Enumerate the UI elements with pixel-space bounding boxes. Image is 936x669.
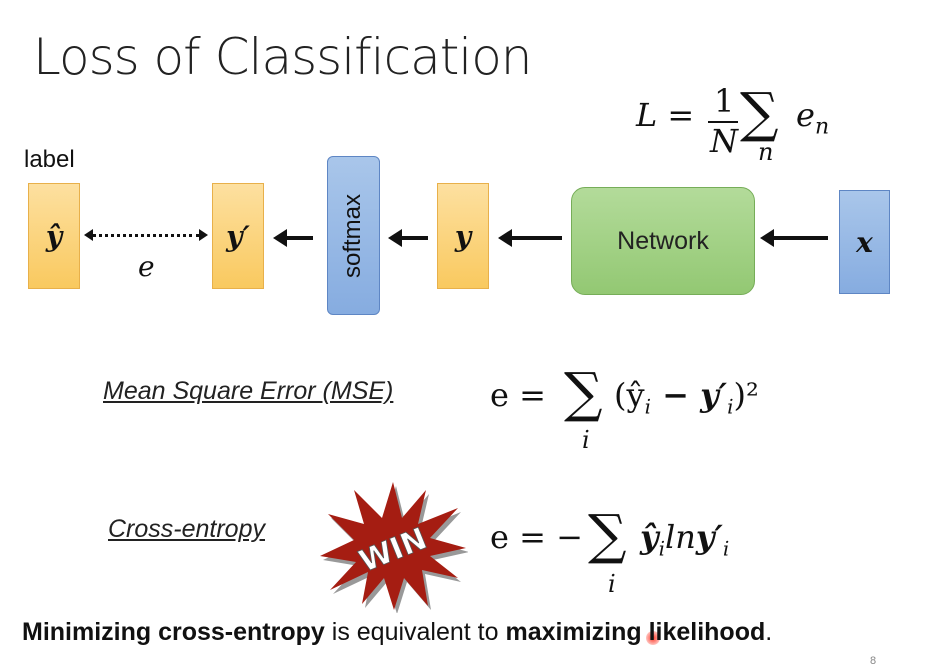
mse-label: Mean Square Error (MSE) — [103, 377, 394, 405]
ce-lhs: e = − — [490, 518, 583, 556]
conclusion-normal: is equivalent to — [324, 618, 506, 646]
softmax-box: softmax — [327, 156, 380, 315]
mse-sum: ∑ — [564, 361, 603, 424]
loss-formula: L = 1 N ∑ n en — [636, 81, 856, 178]
network-box: Network — [571, 187, 755, 295]
mse-term: (ŷi − y′i)² — [614, 376, 759, 418]
conclusion-bold2: maximizing likelihood — [505, 618, 766, 646]
loss-sum: ∑ — [740, 81, 779, 144]
conclusion-end: . — [765, 618, 773, 646]
win-burst-shape — [320, 482, 466, 610]
ce-i2: i — [722, 536, 730, 561]
page-number: 8 — [870, 655, 877, 667]
fraction-bar — [708, 121, 738, 123]
y-hat: ŷ — [45, 219, 63, 253]
mse-sub: i — [582, 426, 590, 454]
cross-entropy-label: Cross-entropy — [108, 515, 265, 543]
y-prime-box: y′ — [212, 183, 264, 289]
win-burst-icon: WIN — [320, 482, 468, 613]
x-input: x — [856, 225, 873, 259]
error-e: e — [138, 250, 155, 283]
loss-term-sub: n — [814, 114, 830, 140]
mse-yhat: (ŷ — [614, 376, 645, 414]
mse-i2: i — [727, 394, 734, 419]
y-box: y — [437, 183, 489, 289]
dotted-arrow — [92, 234, 200, 237]
ce-sub: i — [608, 570, 616, 598]
y-output: y — [454, 219, 472, 253]
ce-ln: ln — [665, 518, 696, 556]
loss-sub: n — [758, 138, 774, 166]
arrow-right-head — [199, 229, 208, 241]
x-box: x — [839, 190, 890, 294]
arrow-left-head — [84, 229, 93, 241]
ce-yprime: y′ — [695, 518, 723, 556]
arrow-icon — [498, 229, 562, 247]
label-text: label — [24, 146, 75, 173]
loss-num: 1 — [714, 82, 735, 120]
arrow-icon — [273, 229, 313, 247]
slide-title: Loss of Classification — [33, 28, 532, 86]
mse-formula: e = ∑ i (ŷi − y′i)² — [490, 362, 790, 462]
arrow-icon — [760, 229, 828, 247]
loss-term-e: e — [796, 96, 815, 134]
loss-den: N — [710, 122, 738, 160]
softmax-label: softmax — [339, 193, 367, 278]
network-label: Network — [617, 226, 709, 255]
loss-term: en — [796, 96, 829, 139]
arrow-icon — [388, 229, 428, 247]
ce-formula: e = − ∑ i ŷilny′i — [490, 500, 790, 610]
conclusion-text: Minimizing cross-entropy is equivalent t… — [22, 618, 772, 647]
laser-pointer — [646, 631, 660, 645]
ce-sum: ∑ — [588, 503, 627, 566]
mse-i: i — [644, 394, 651, 419]
loss-lhs: L = — [636, 96, 695, 134]
mse-yprime: − y′ — [650, 376, 728, 414]
y-prime: y′ — [226, 219, 250, 253]
ce-yhat: ŷ — [640, 518, 659, 556]
mse-close: )² — [733, 376, 759, 414]
mse-lhs: e = — [490, 376, 546, 414]
conclusion-bold1: Minimizing cross-entropy — [22, 618, 325, 646]
label-box: ŷ — [28, 183, 80, 289]
ce-i: i — [658, 536, 665, 561]
ce-term: ŷilny′i — [640, 518, 729, 560]
